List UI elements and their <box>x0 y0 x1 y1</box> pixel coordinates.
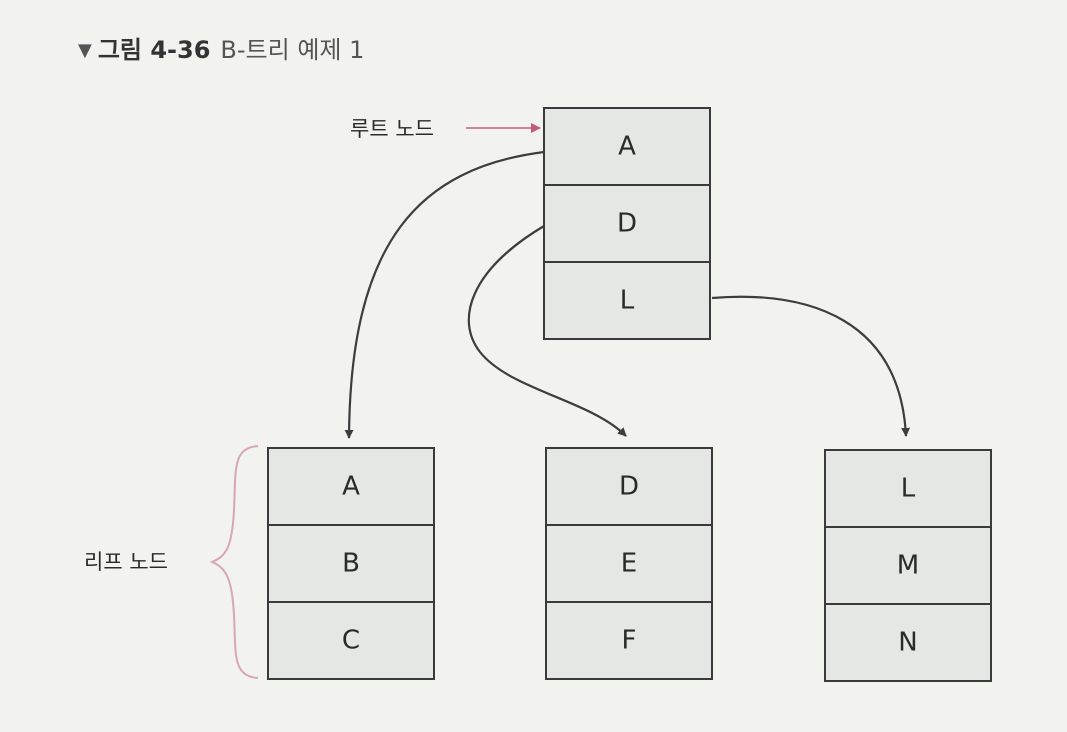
leaf-3-key-2: N <box>898 628 917 658</box>
figure-caption: ▼그림 4-36 B-트리 예제 1 <box>78 30 364 65</box>
root-key-cell-0 <box>543 107 711 186</box>
leaf-1-cell-2 <box>267 601 435 680</box>
leaf-1-key-0: A <box>342 472 360 502</box>
leaf-1-key-2: C <box>342 626 360 656</box>
leaf-2-cell-1 <box>545 524 713 603</box>
root-key-cell-1 <box>543 184 711 263</box>
figure-number: 그림 4-36 <box>97 36 211 64</box>
edge-root-a-to-leaf-1 <box>344 150 545 439</box>
leaf-nodes-brace <box>209 445 259 679</box>
root-key-cell-2 <box>543 261 711 340</box>
edge-root-l-to-leaf-3 <box>711 295 911 437</box>
leaf-node-3: L M N <box>824 449 992 682</box>
leaf-3-cell-2 <box>824 603 992 682</box>
root-node-label: 루트 노드 <box>350 117 434 141</box>
leaf-3-cell-1 <box>824 526 992 605</box>
leaf-2-key-2: F <box>622 626 637 656</box>
leaf-1-key-1: B <box>342 549 360 579</box>
leaf-2-key-0: D <box>619 472 639 502</box>
leaf-3-cell-0 <box>824 449 992 528</box>
leaf-node-2: D E F <box>545 447 713 680</box>
leaf-1-cell-0 <box>267 447 435 526</box>
leaf-node-1: A B C <box>267 447 435 680</box>
root-key-2: L <box>620 286 635 316</box>
root-key-1: D <box>617 209 637 239</box>
figure-title: B-트리 예제 1 <box>220 36 365 64</box>
leaf-3-key-1: M <box>897 551 919 581</box>
edge-root-d-to-leaf-2 <box>467 225 627 437</box>
leaf-1-cell-1 <box>267 524 435 603</box>
leaf-nodes-label: 리프 노드 <box>84 550 168 574</box>
caption-triangle-icon: ▼ <box>78 40 92 61</box>
leaf-2-cell-2 <box>545 601 713 680</box>
leaf-2-key-1: E <box>621 549 637 579</box>
leaf-3-key-0: L <box>901 474 916 504</box>
root-key-0: A <box>618 132 636 162</box>
root-node: A D L <box>543 107 711 340</box>
